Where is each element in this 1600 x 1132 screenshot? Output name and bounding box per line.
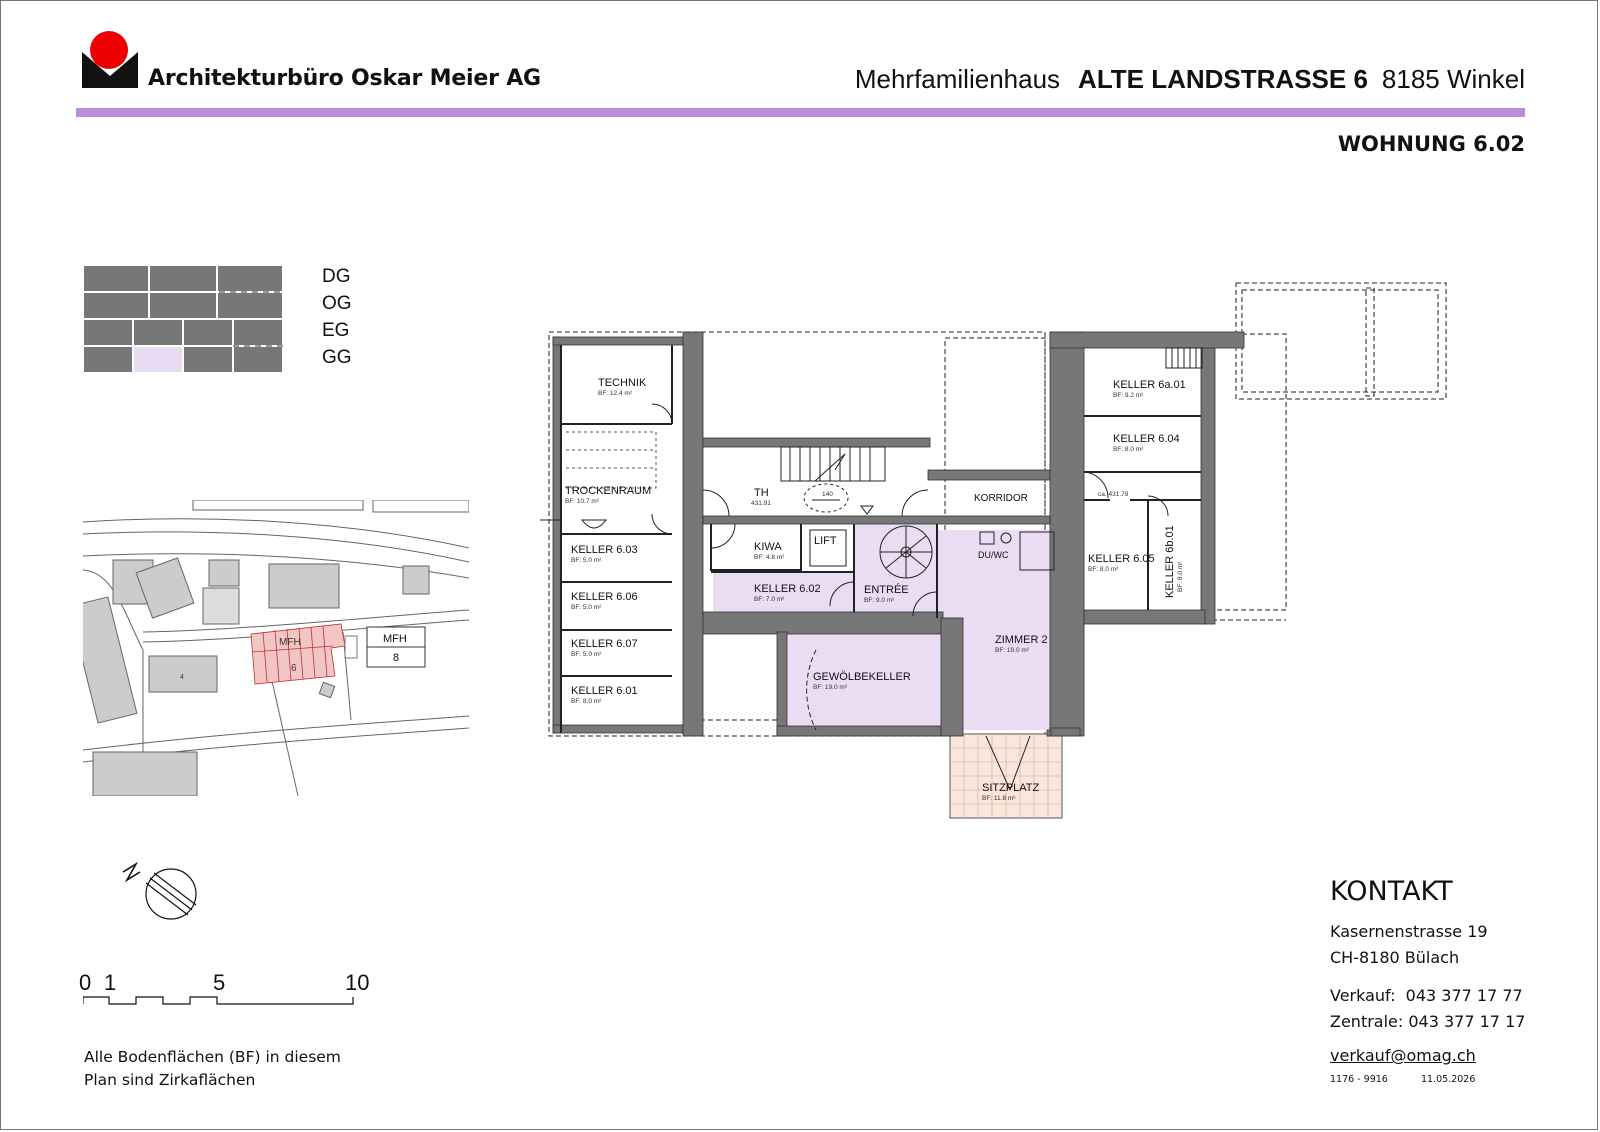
level-dg: DG (322, 266, 351, 287)
contact-email-link[interactable]: verkauf@omag.ch (1330, 1046, 1476, 1065)
room-keller-606-name: KELLER 6.06 (571, 591, 638, 603)
level-eg: EG (322, 320, 350, 341)
room-entree-area: BF: 9.0 m² (864, 597, 895, 604)
room-keller-6b01-name: KELLER 6b.01 (1164, 525, 1176, 598)
room-keller-6a01-name: KELLER 6a.01 (1113, 379, 1186, 391)
room-kiwa-area: BF: 4.8 m² (754, 554, 785, 561)
room-keller-605-name: KELLER 6.05 (1088, 553, 1155, 565)
level-gg: GG (322, 347, 352, 368)
project-place: 8185 Winkel (1381, 64, 1525, 94)
room-korridor-name: KORRIDOR (974, 493, 1028, 504)
scale-bar (83, 996, 354, 1005)
site-plan: MFH 6 MFH 8 4 (83, 500, 469, 796)
dimension-mark: 140 (822, 491, 833, 498)
room-keller-603-area: BF: 5.0 m² (571, 557, 602, 564)
room-lift-name: LIFT (814, 535, 837, 547)
room-zimmer2-name: ZIMMER 2 (995, 634, 1048, 646)
area-note: Alle Bodenflächen (BF) in diesem Plan si… (84, 1046, 341, 1092)
contact-sales-phone: Verkauf: 043 377 17 77 (1330, 986, 1523, 1005)
room-technik-area: BF: 12.4 m² (598, 390, 633, 397)
scale-tick-10: 10 (345, 970, 370, 995)
room-zimmer2-area: BF: 19.0 m² (995, 647, 1030, 654)
area-note-line-1: Alle Bodenflächen (BF) in diesem (84, 1048, 341, 1066)
room-keller-607-name: KELLER 6.07 (571, 638, 638, 650)
site-building-number: 6 (291, 663, 297, 674)
site-neighbor-label: MFH (383, 633, 407, 645)
room-keller-605-area: BF: 8.0 m² (1088, 566, 1119, 573)
firm-logo (82, 31, 138, 88)
contact-central-phone: Zentrale: 043 377 17 17 (1330, 1012, 1526, 1031)
unit-title: WOHNUNG 6.02 (1337, 132, 1525, 156)
area-note-line-2: Plan sind Zirkaflächen (84, 1071, 256, 1089)
room-keller-603-name: KELLER 6.03 (571, 544, 638, 556)
plan-date: 11.05.2026 (1421, 1074, 1476, 1085)
site-building-label: MFH (279, 637, 301, 648)
contact-title: KONTAKT (1330, 876, 1453, 907)
height-mark: ca. 431.79 (1098, 491, 1129, 498)
room-trockenraum-area: BF: 10.7 m² (565, 498, 600, 505)
room-trockenraum-name: TROCKENRAUM (565, 485, 651, 497)
room-keller-604-name: KELLER 6.04 (1113, 433, 1180, 445)
project-address: ALTE LANDSTRASSE 6 (1078, 64, 1368, 94)
firm-name: Architekturbüro Oskar Meier AG (148, 66, 541, 91)
room-keller-602-area: BF: 7.0 m² (754, 596, 785, 603)
contact-reference: 1176 - 9916 (1330, 1074, 1388, 1085)
room-th-height: 431.91 (751, 500, 771, 507)
contact-street: Kasernenstrasse 19 (1330, 922, 1488, 941)
room-keller-604-area: BF: 8.0 m² (1113, 446, 1144, 453)
contact-city: CH-8180 Bülach (1330, 948, 1460, 967)
room-gewoelbekeller-name: GEWÖLBEKELLER (813, 671, 911, 683)
room-sitzplatz-name: SITZPLATZ (982, 782, 1040, 794)
room-sitzplatz-area: BF: 11.8 m² (982, 795, 1016, 802)
level-key-diagram (83, 265, 284, 373)
room-keller-601-name: KELLER 6.01 (571, 685, 638, 697)
project-type: Mehrfamilienhaus (854, 64, 1061, 94)
project-title: Mehrfamilienhaus ALTE LANDSTRASSE 6 8185 W… (855, 64, 1525, 95)
level-og: OG (322, 293, 352, 314)
room-keller-6b01-area: BF: 8.0 m² (1177, 561, 1184, 592)
room-kiwa-name: KIWA (754, 541, 782, 553)
north-arrow-icon (122, 862, 197, 920)
room-keller-601-area: BF: 8.0 m² (571, 698, 602, 705)
room-keller-6a01-area: BF: 9.2 m² (1113, 392, 1144, 399)
room-duwc-name: DU/WC (978, 550, 1009, 560)
room-gewoelbekeller-area: BF: 19.0 m² (813, 684, 848, 691)
site-neighbor-number: 8 (393, 652, 399, 664)
accent-bar (76, 108, 1525, 117)
room-technik-name: TECHNIK (598, 377, 647, 389)
room-keller-607-area: BF: 5.0 m² (571, 651, 602, 658)
room-entree-name: ENTRÉE (864, 583, 909, 596)
scale-tick-0: 0 (79, 970, 92, 995)
room-th-name: TH (754, 487, 769, 499)
site-other-number: 4 (180, 674, 184, 681)
room-keller-602-name: KELLER 6.02 (754, 583, 821, 595)
scale-tick-1: 1 (104, 970, 117, 995)
room-keller-606-area: BF: 5.0 m² (571, 604, 602, 611)
scale-tick-5: 5 (213, 970, 226, 995)
